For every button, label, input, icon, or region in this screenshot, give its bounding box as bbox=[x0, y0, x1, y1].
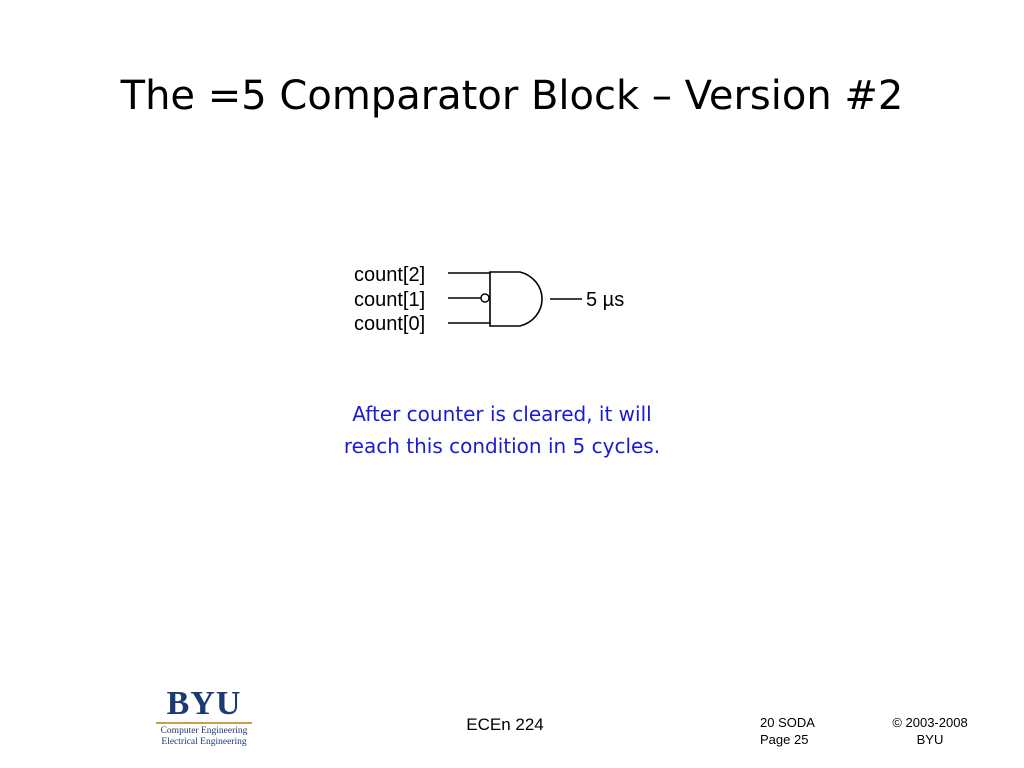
logo-line-1: Computer Engineering bbox=[160, 726, 248, 736]
footer-copyright: © 2003-2008 BYU bbox=[880, 714, 980, 748]
footer-copyright-line-2: BYU bbox=[916, 732, 944, 747]
footer-page-line-1: 20 SODA bbox=[760, 715, 815, 730]
inversion-bubble bbox=[480, 293, 490, 303]
input-label-count2: count[2] bbox=[354, 264, 425, 286]
logo-rule bbox=[156, 722, 252, 724]
and-gate-diagram: count[2] count[1] count[0] 5 µs bbox=[354, 264, 624, 335]
footer-copyright-line-1: © 2003-2008 bbox=[892, 715, 968, 730]
input-label-count1: count[1] bbox=[354, 289, 425, 311]
footer-page-line-2: Page 25 bbox=[760, 732, 809, 747]
footer-course: ECEn 224 bbox=[466, 715, 544, 734]
note-line-2: reach this condition in 5 cycles. bbox=[343, 434, 661, 458]
annotation-note: After counter is cleared, it will reach … bbox=[262, 398, 742, 462]
and-gate-body bbox=[489, 271, 543, 327]
slide-title: The =5 Comparator Block – Version #2 bbox=[120, 73, 904, 119]
footer-page-info: 20 SODA Page 25 bbox=[760, 714, 850, 748]
output-label: 5 µs bbox=[586, 289, 624, 311]
byu-logo: BYU Computer Engineering Electrical Engi… bbox=[152, 685, 256, 752]
logo-wordmark: BYU bbox=[166, 685, 242, 722]
logo-line-2: Electrical Engineering bbox=[161, 737, 247, 747]
input-label-count0: count[0] bbox=[354, 313, 425, 335]
note-line-1: After counter is cleared, it will bbox=[352, 402, 652, 426]
